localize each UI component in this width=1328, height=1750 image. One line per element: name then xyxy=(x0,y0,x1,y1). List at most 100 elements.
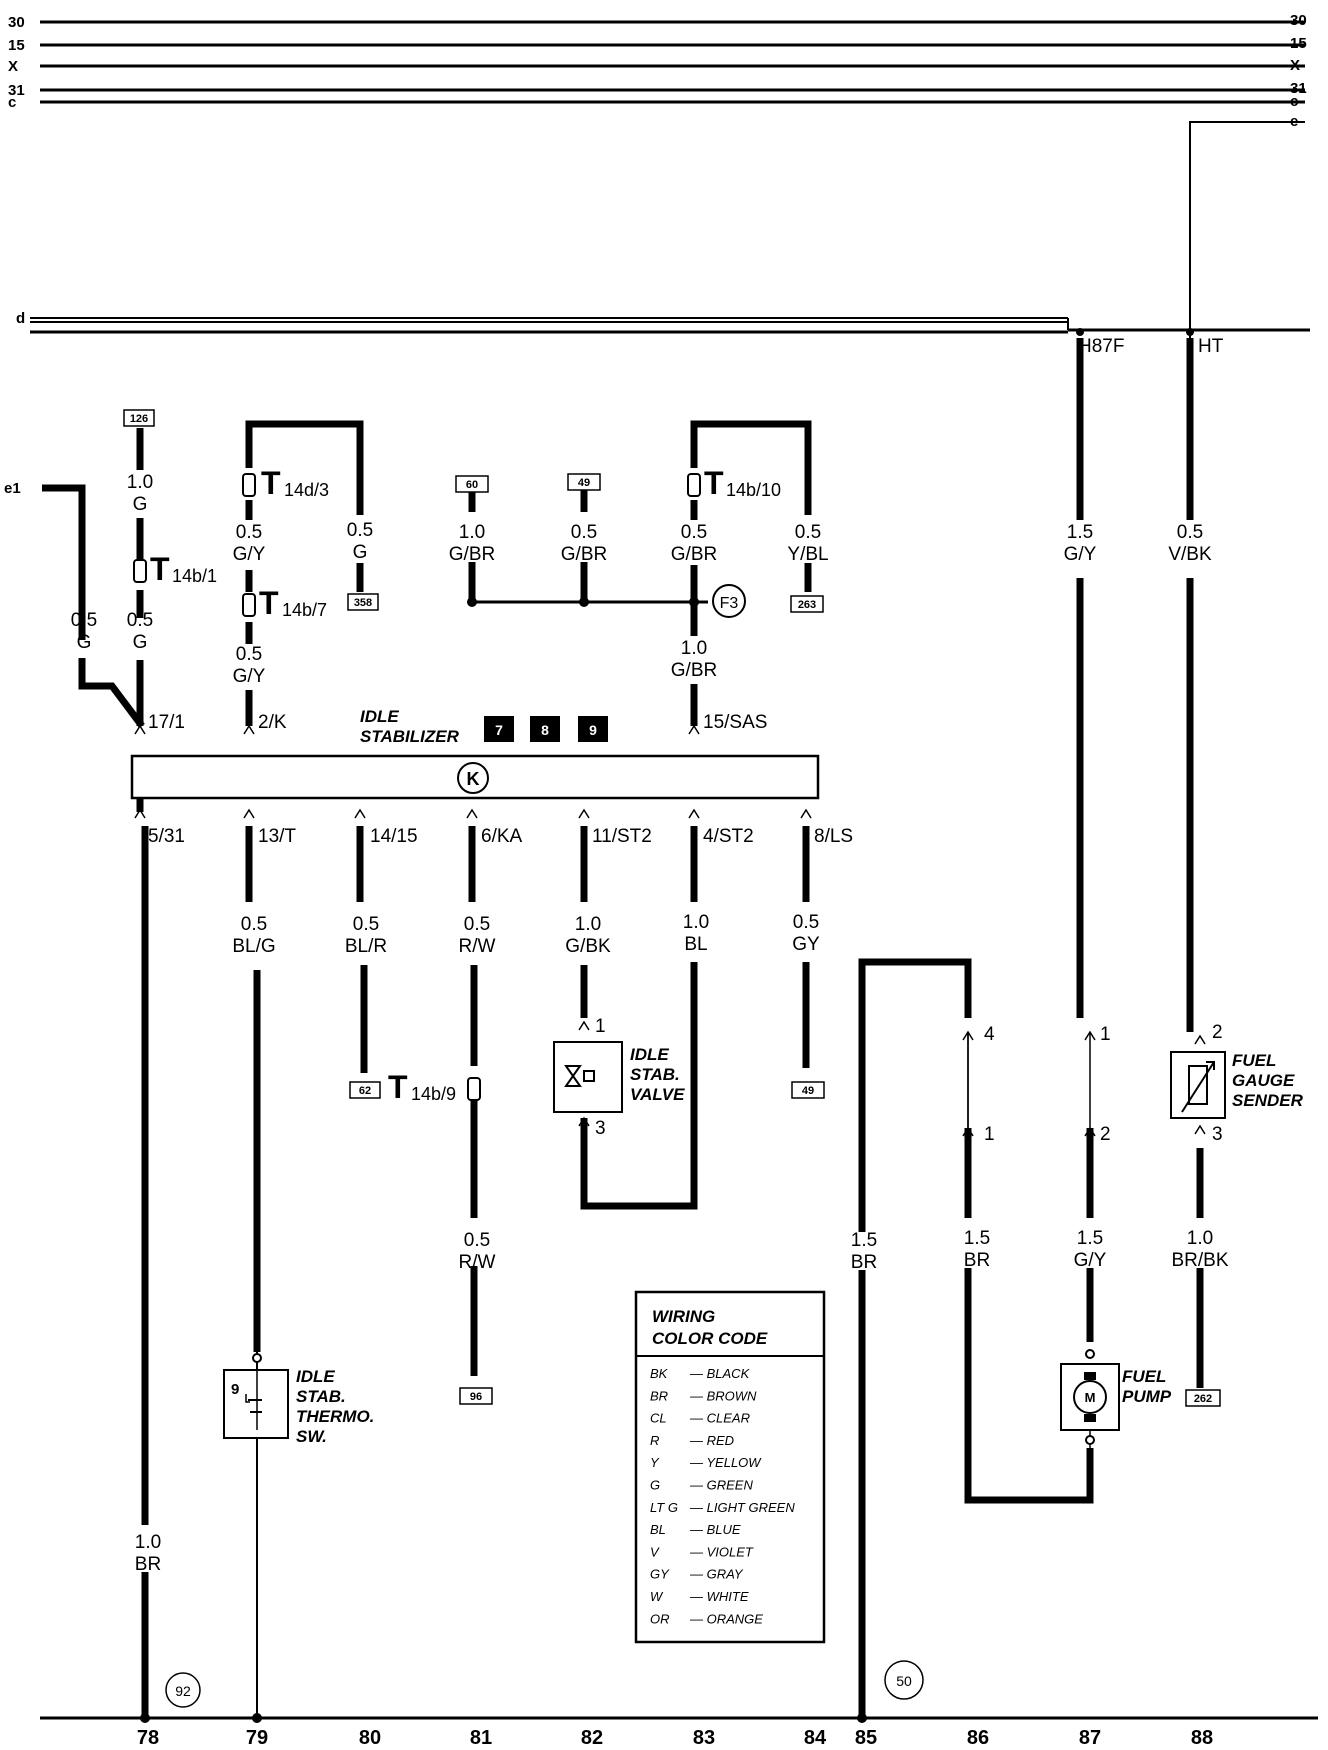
column-number: 84 xyxy=(804,1727,827,1749)
pin-11-st2: 11/ST2 xyxy=(592,826,652,847)
connector-marks: T 14d/3 T 14b/1 T 14b/7 T 14b/10 T 14b/9 xyxy=(133,465,781,1105)
bus-label-31-right: 31 xyxy=(1290,80,1307,97)
legend-code: BK xyxy=(650,1366,669,1381)
badge-8 xyxy=(530,716,560,742)
wire-w10-size: 0.5 xyxy=(795,522,821,543)
legend-color-name: — BLACK xyxy=(689,1366,751,1381)
wire-w3-size: 0.5 xyxy=(127,610,153,631)
wire-w5-size: 0.5 xyxy=(347,520,373,541)
module-symbol: K xyxy=(467,769,480,789)
connector-t14b9-main: T xyxy=(388,1069,408,1105)
connector-t14b7-sub: 14b/7 xyxy=(282,600,327,620)
wire-w17-size: 1.0 xyxy=(575,914,601,935)
legend-title-line2: COLOR CODE xyxy=(652,1329,768,1348)
wire-w17-color: G/BK xyxy=(565,936,611,957)
pump-motor-symbol: M xyxy=(1085,1390,1096,1405)
sender-label-line1: FUEL xyxy=(1232,1051,1276,1070)
ref-126: 126 xyxy=(130,413,148,425)
bus-labels: 30 15 X 31 c 30 15 X 31 c e d e1 H87F HT xyxy=(4,12,1307,497)
bus-label-30-right: 30 xyxy=(1290,12,1307,29)
pin-arrows xyxy=(134,724,812,819)
wire-w4-size: 0.5 xyxy=(236,522,262,543)
wire-w11-size: 1.0 xyxy=(681,638,707,659)
conn86-pin-1: 1 xyxy=(984,1124,995,1145)
pin-6-ka: 6/KA xyxy=(481,826,523,847)
column-number: 82 xyxy=(581,1727,603,1749)
circle-50: 50 xyxy=(896,1673,912,1689)
connector-t14b1-main: T xyxy=(150,551,170,587)
pin-15-sas: 15/SAS xyxy=(703,712,767,733)
upper-wires xyxy=(42,338,1194,729)
reference-boxes: 126 358 60 49 263 62 49 96 262 xyxy=(123,409,1221,1407)
pin-4-st2: 4/ST2 xyxy=(703,826,754,847)
legend-color-name: — VIOLET xyxy=(689,1544,754,1559)
pump-label-line2: PUMP xyxy=(1122,1387,1172,1406)
module-title-line1: IDLE xyxy=(360,707,399,726)
connector-t14b1-sub: 14b/1 xyxy=(172,566,217,586)
pin-8-ls: 8/LS xyxy=(814,826,853,847)
wire-w23-size: 1.5 xyxy=(1077,1228,1103,1249)
wire-w3-color: G xyxy=(133,632,148,653)
wire-w8-color: G/BR xyxy=(561,544,607,565)
wire-w19-size: 0.5 xyxy=(793,912,819,933)
pin-17-1: 17/1 xyxy=(148,712,185,733)
wire-w15-color: BL/R xyxy=(345,936,387,957)
column-number: 86 xyxy=(967,1727,989,1749)
wire-w22-size: 1.5 xyxy=(964,1228,990,1249)
valve-pin-1: 1 xyxy=(595,1016,606,1037)
ref-263: 263 xyxy=(798,599,816,611)
wire-w16-size: 0.5 xyxy=(464,914,490,935)
bus-label-d: d xyxy=(16,310,25,327)
tap-label-ht: HT xyxy=(1198,336,1224,357)
legend-code: OR xyxy=(650,1611,670,1626)
legend-code: R xyxy=(650,1433,659,1448)
connector-t14b10-sub: 14b/10 xyxy=(726,480,781,500)
wire-w25-color: BR xyxy=(135,1554,161,1575)
bus-label-x-right: X xyxy=(1290,57,1300,74)
legend-color-name: — ORANGE xyxy=(689,1611,763,1626)
bus-label-e: e xyxy=(1290,113,1298,130)
legend-color-name: — RED xyxy=(689,1433,734,1448)
column-number: 79 xyxy=(246,1727,268,1749)
legend-code: W xyxy=(650,1589,664,1604)
legend-color-name: — WHITE xyxy=(689,1589,749,1604)
wire-w2-color: G xyxy=(77,632,92,653)
wire-w1-size: 1.0 xyxy=(127,472,153,493)
wire-w19-color: GY xyxy=(792,934,820,955)
bus-label-31-left: 31 xyxy=(8,82,25,99)
legend-title-line1: WIRING xyxy=(652,1307,715,1326)
sender-pin-2: 2 xyxy=(1212,1022,1223,1043)
legend-code: BL xyxy=(650,1522,666,1537)
legend-code: LT G xyxy=(650,1500,678,1515)
thermo-label-line1: IDLE xyxy=(296,1367,335,1386)
pin-13-t: 13/T xyxy=(258,826,296,847)
bus-lines xyxy=(30,20,1310,378)
wire-w16-color: R/W xyxy=(459,936,496,957)
ref-96: 96 xyxy=(470,1391,482,1403)
wire-w2-size: 0.5 xyxy=(71,610,97,631)
wire-w25-size: 1.0 xyxy=(135,1532,161,1553)
wire-w22-color: BR xyxy=(964,1250,990,1271)
thermo-pin-9: 9 xyxy=(231,1381,239,1398)
wire-w20-color: R/W xyxy=(459,1252,496,1273)
circle-f3: F3 xyxy=(720,595,739,612)
valve-pin-3: 3 xyxy=(595,1118,606,1139)
thermo-label-line2: STAB. xyxy=(296,1387,346,1406)
ref-62: 62 xyxy=(359,1085,371,1097)
column-number: 80 xyxy=(359,1727,381,1749)
wire-w24-color: BR/BK xyxy=(1171,1250,1228,1271)
legend-code: G xyxy=(650,1478,660,1493)
legend-color-name: — LIGHT GREEN xyxy=(689,1500,795,1515)
wire-w6-size: 0.5 xyxy=(236,644,262,665)
circle-92: 92 xyxy=(175,1683,191,1699)
wire-w14-size: 0.5 xyxy=(241,914,267,935)
wire-w11-color: G/BR xyxy=(671,660,717,681)
wire-w21-color: BR xyxy=(851,1252,877,1273)
thermo-label-line4: SW. xyxy=(296,1427,327,1446)
legend-code: CL xyxy=(650,1411,667,1426)
pump-label-line1: FUEL xyxy=(1122,1367,1166,1386)
valve-label-line3: VALVE xyxy=(630,1085,685,1104)
sender-pin-3: 3 xyxy=(1212,1124,1223,1145)
